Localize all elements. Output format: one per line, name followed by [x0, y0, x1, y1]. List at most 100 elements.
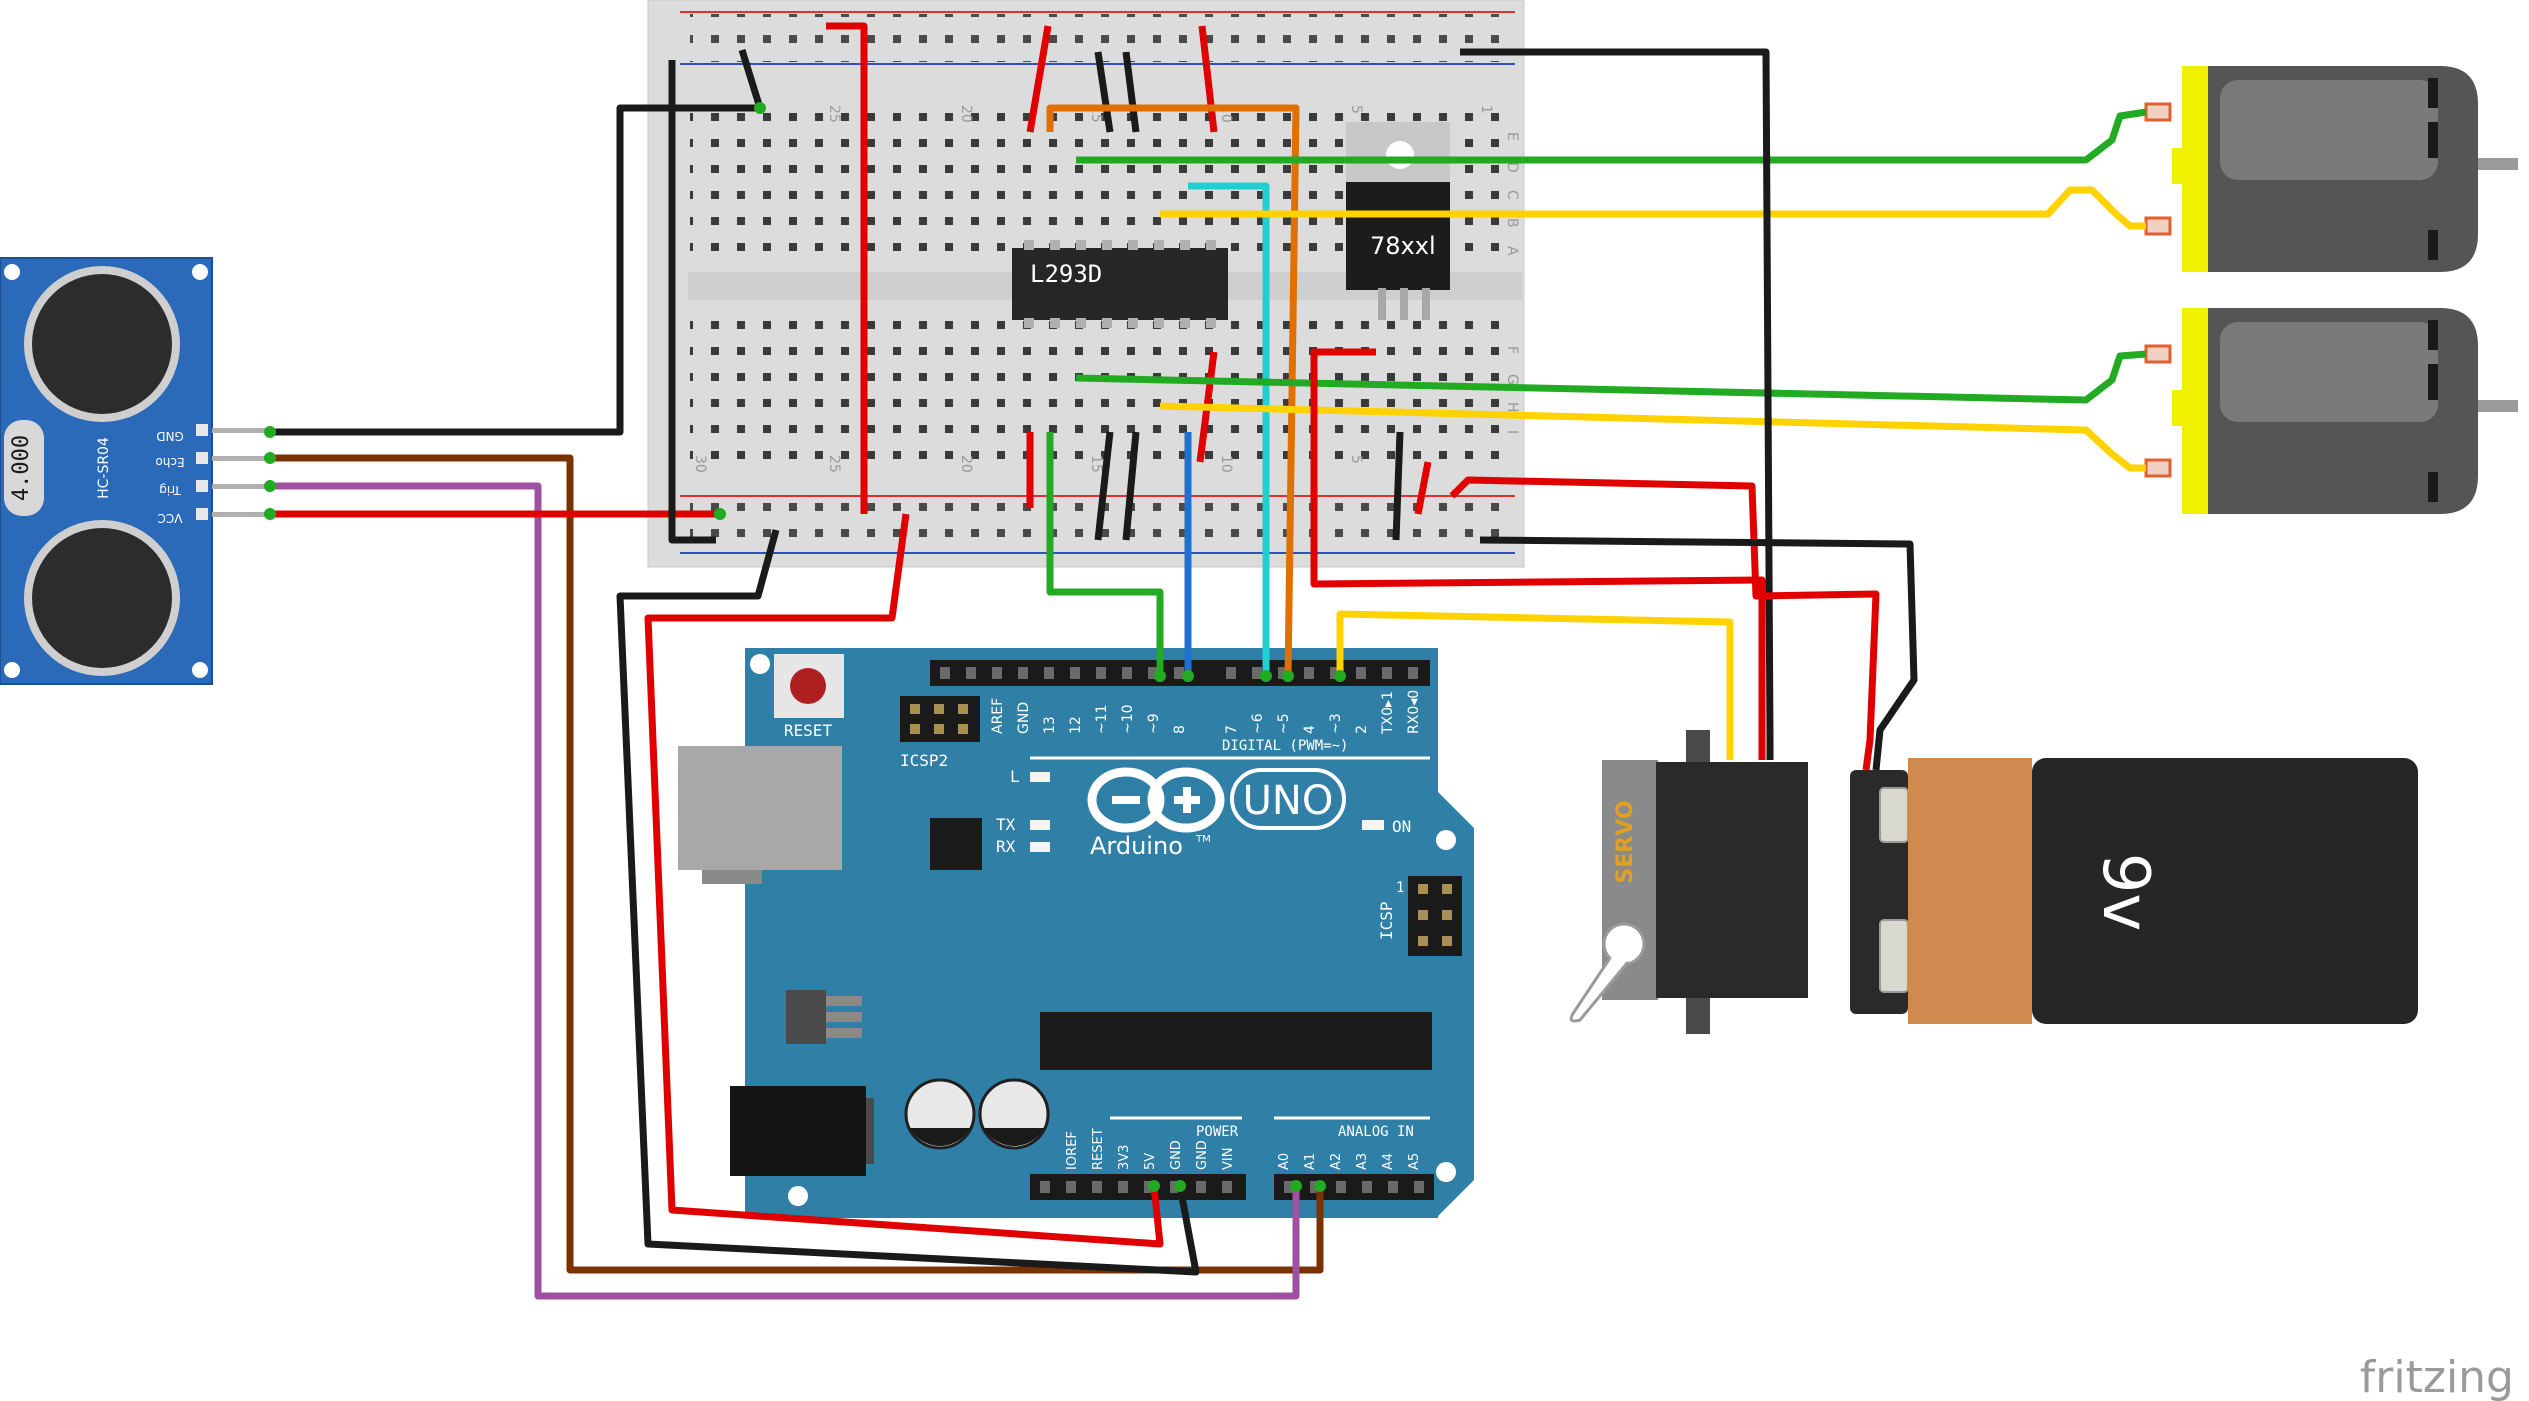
led-l-label: L	[1010, 767, 1020, 786]
pin-label: 3V3	[1117, 1145, 1132, 1170]
bb-letter: D	[1504, 162, 1520, 173]
bb-num: 30	[692, 455, 708, 473]
bb-num: 25	[826, 105, 842, 123]
wire-battery-pos	[1449, 476, 1880, 771]
wire-5v	[644, 513, 1164, 1248]
wire-cyan	[1188, 182, 1270, 676]
wire-red-5	[1414, 461, 1432, 515]
pin-label: 2	[1354, 725, 1370, 734]
bb-letter: I	[1504, 430, 1520, 434]
pin-label: 7	[1224, 725, 1240, 734]
battery-9v: 9v	[1850, 758, 2418, 1024]
digital-label: DIGITAL (PWM=~)	[1222, 738, 1348, 754]
pin-label: VIN	[1221, 1148, 1236, 1170]
led-on-label: ON	[1392, 817, 1411, 836]
arduino-brand: Arduino	[1090, 832, 1183, 860]
wires	[270, 22, 2147, 1300]
wire-black-1	[1094, 51, 1114, 133]
pin-label: 13	[1042, 716, 1058, 734]
wire-servo-power	[1310, 348, 1766, 760]
led-tx-label: TX	[996, 815, 1016, 834]
uno-label: UNO	[1243, 778, 1334, 824]
bb-num: 10	[1218, 455, 1234, 473]
sensor-model: HC-SR04	[96, 437, 112, 499]
bb-letter: F	[1504, 346, 1520, 354]
breadboard-letters: E D C B A F G H I	[1504, 132, 1520, 434]
wire-servo-gnd	[1460, 48, 1774, 760]
wire-black-4	[1122, 431, 1140, 541]
wire-sensor-trig	[270, 482, 1300, 1300]
ultrasonic-sensor: 4.000 HC-SR04 GND Echo Trig VCC	[0, 257, 270, 685]
wire-sensor-echo	[270, 454, 1324, 1274]
digital-pin-labels: AREF GND 13 12 ~11 ~10 ~9 8 7 ~6 ~5 4 ~3…	[990, 690, 1422, 735]
pin-label: GND	[1195, 1140, 1210, 1170]
servo-label: SERVO	[1613, 800, 1638, 883]
pin-label: IOREF	[1065, 1131, 1080, 1170]
pin-label: 5V	[1143, 1153, 1158, 1170]
wire-black-5	[1392, 431, 1404, 541]
bb-letter: H	[1504, 402, 1520, 413]
power-pin-labels: IOREF RESET 3V3 5V GND GND VIN A0 A1 A2 …	[1065, 1128, 1422, 1170]
wire-motor1-green	[1076, 108, 2147, 164]
pin-label: RESET	[1091, 1128, 1106, 1170]
bb-num: 15	[1088, 455, 1104, 473]
power-label: POWER	[1196, 1124, 1239, 1140]
l293d-label: L293D	[1030, 260, 1102, 288]
pin-label: AREF	[990, 698, 1006, 734]
servo-motor: SERVO	[1569, 730, 1808, 1034]
icsp-pin1-label: 1	[1396, 880, 1404, 896]
wire-motor1-yellow	[1160, 186, 2146, 230]
pin-label: TX0▸1	[1380, 691, 1396, 735]
l293d-chip: L293D	[1012, 240, 1228, 328]
fritzing-watermark: fritzing	[2360, 1352, 2514, 1401]
wire-motor2-yellow	[1159, 402, 2146, 472]
pin-label: A1	[1303, 1153, 1318, 1170]
bb-num: 25	[826, 455, 842, 473]
wire-vcc-rail-jumper	[826, 22, 868, 514]
pin-label: GND	[1169, 1140, 1184, 1170]
wire-gnd-rail-left	[668, 60, 716, 544]
bb-letter: E	[1504, 132, 1520, 141]
bb-num: 20	[958, 105, 974, 123]
pin-label: A4	[1381, 1153, 1396, 1170]
pin-label: A2	[1329, 1153, 1344, 1170]
bb-num: 1	[1478, 105, 1494, 114]
pin-label: GND	[1016, 702, 1032, 734]
bb-num: 5	[1348, 455, 1364, 464]
regulator-label: 78xxl	[1370, 232, 1436, 260]
voltage-regulator: 78xxl	[1346, 122, 1450, 320]
wire-gnd	[616, 529, 1200, 1276]
wire-motor2-green	[1075, 350, 2147, 404]
pin-label: 8	[1172, 725, 1188, 734]
pin-label: ~11	[1094, 704, 1110, 734]
dc-motor-2	[2144, 308, 2518, 514]
bb-letter: G	[1504, 374, 1520, 385]
wire-gnd-rail-bridge	[738, 48, 764, 110]
icsp2-label: ICSP2	[900, 751, 948, 770]
bb-num: 20	[958, 455, 974, 473]
pin-label: 4	[1302, 725, 1318, 734]
pin-label: ~6	[1250, 713, 1266, 734]
pin-label: A0	[1277, 1153, 1292, 1170]
pin-gnd-label: GND	[156, 429, 184, 443]
wire-servo-signal	[1336, 610, 1734, 760]
tm-mark: TM	[1195, 834, 1211, 845]
pin-label: RX0◂0	[1406, 690, 1422, 734]
wire-green-9	[1046, 432, 1164, 676]
icsp-label: ICSP	[1377, 901, 1396, 940]
wire-battery-neg	[1479, 536, 1918, 771]
pin-label: ~3	[1328, 713, 1344, 734]
dc-motor-1	[2144, 66, 2518, 272]
pin-label: A3	[1355, 1153, 1370, 1170]
pin-vcc-label: VCC	[158, 511, 183, 525]
reset-label: RESET	[784, 721, 833, 740]
pin-label: 12	[1068, 716, 1084, 734]
wire-red-2	[1198, 25, 1218, 133]
analog-label: ANALOG IN	[1338, 1124, 1414, 1140]
pin-label: ~10	[1120, 704, 1136, 734]
bb-letter: A	[1504, 246, 1520, 256]
pin-trig-label: Trig	[159, 483, 181, 497]
wire-black-2	[1122, 51, 1140, 133]
wire-black-3	[1094, 431, 1114, 541]
bb-num: 5	[1348, 105, 1364, 114]
